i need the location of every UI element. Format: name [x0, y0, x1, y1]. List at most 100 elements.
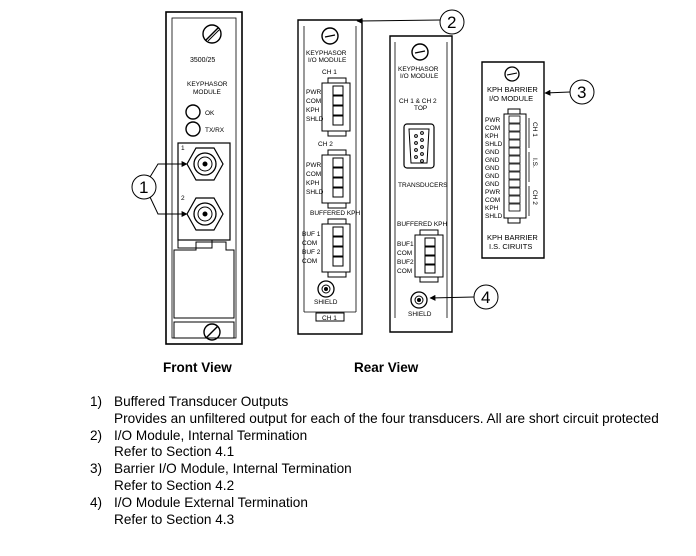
- bnc-connector-1-icon: [186, 147, 224, 181]
- barrier-pin-7: GND: [485, 165, 500, 172]
- barrier-pin-10: PWR: [485, 189, 500, 196]
- callout-2: 2: [356, 9, 465, 35]
- io-buf1: BUF 1: [302, 231, 321, 238]
- description-item-3: 3) Barrier I/O Module, Internal Terminat…: [90, 461, 680, 478]
- description-detail: Refer to Section 4.3: [114, 511, 235, 527]
- ext-transducers-label: TRANSDUCERS: [398, 182, 448, 189]
- io-ch1-pin-shld: SHLD: [306, 116, 324, 123]
- ext-buf2: BUF2: [397, 259, 414, 266]
- description-title: Barrier I/O Module, Internal Termination: [114, 461, 352, 477]
- ext-buffered-label: BUFFERED KPH: [397, 221, 448, 228]
- description-item-1: 1) Buffered Transducer Outputs: [90, 394, 680, 411]
- barrier-side-ch1: CH 1: [531, 122, 538, 137]
- ext-buf-com1: COM: [397, 250, 412, 257]
- io-title-line2: I/O MODULE: [308, 57, 347, 64]
- ok-led-icon: [185, 104, 201, 120]
- bottom-screw-icon: [203, 323, 221, 341]
- barrier-title-line1: KPH BARRIER: [487, 85, 538, 94]
- io-ch2-pin-shld: SHLD: [306, 189, 324, 196]
- description-title: Buffered Transducer Outputs: [114, 394, 289, 409]
- ext-ch-label-line2: TOP: [414, 105, 427, 112]
- barrier-pin-1: PWR: [485, 117, 500, 124]
- led-ok-label: OK: [205, 110, 215, 117]
- barrier-pin-4: SHLD: [485, 141, 503, 148]
- ext-ch-label-line1: CH 1 & CH 2: [399, 98, 437, 105]
- io-bottom-tab: CH 1: [322, 315, 337, 322]
- description-number: 2): [90, 427, 103, 443]
- io-ch2-pin-com: COM: [306, 171, 321, 178]
- description-title: I/O Module External Termination: [114, 494, 308, 510]
- io-shield-label: SHIELD: [314, 299, 338, 306]
- callout-1-label: 1: [139, 178, 148, 197]
- description-number: 1): [90, 394, 103, 409]
- db9-connector-icon: [403, 123, 435, 169]
- ext-buf1: BUF1: [397, 241, 414, 248]
- callout-3-label: 3: [577, 83, 586, 102]
- ext-title-line1: KEYPHASOR: [398, 66, 439, 73]
- barrier-footer-line2: I.S. CIRUITS: [489, 242, 532, 251]
- ext-buf-com2: COM: [397, 268, 412, 275]
- description-number: 4): [90, 494, 103, 510]
- io-buffered-label: BUFFERED KPH: [310, 210, 361, 217]
- callout-2-label: 2: [447, 13, 456, 32]
- io-shield-jack-icon: [317, 280, 335, 298]
- callout-4-label: 4: [481, 288, 490, 307]
- barrier-pin-11: COM: [485, 197, 500, 204]
- io-ch2-pin-pwr: PWR: [306, 162, 321, 169]
- description-title: I/O Module, Internal Termination: [114, 427, 308, 443]
- ext-screw-icon: [411, 43, 429, 61]
- barrier-pin-6: GND: [485, 157, 500, 164]
- top-screw-icon: [202, 24, 222, 44]
- bnc1-label: 1: [181, 145, 185, 152]
- description-detail: Refer to Section 4.1: [114, 444, 235, 460]
- barrier-title-line2: I/O MODULE: [489, 94, 533, 103]
- barrier-pin-8: GND: [485, 173, 500, 180]
- front-view-label: Front View: [163, 360, 232, 375]
- bnc-connector-2-icon: [186, 197, 224, 231]
- io-ch2-pin-kph: KPH: [306, 180, 320, 187]
- io-ch1-pin-pwr: PWR: [306, 89, 321, 96]
- callout-1: 1: [131, 161, 188, 217]
- barrier-side-ch2: CH 2: [531, 190, 538, 205]
- description-item-2: 2) I/O Module, Internal Termination: [90, 428, 680, 445]
- barrier-pin-2: COM: [485, 125, 500, 132]
- io-buf-com1: COM: [302, 240, 317, 247]
- barrier-pin-12: KPH: [485, 205, 499, 212]
- front-name-line1: KEYPHASOR: [187, 81, 228, 88]
- barrier-pin-3: KPH: [485, 133, 499, 140]
- description-detail: Refer to Section 4.2: [114, 477, 235, 493]
- front-model: 3500/25: [190, 57, 215, 64]
- txrx-led-icon: [185, 121, 201, 137]
- ext-title-line2: I/O MODULE: [400, 73, 439, 80]
- ext-shield-label: SHIELD: [408, 311, 432, 318]
- io-screw-icon: [321, 27, 339, 45]
- io-ch1-label: CH 1: [322, 69, 337, 76]
- barrier-pin-13: SHLD: [485, 213, 503, 220]
- barrier-pin-5: GND: [485, 149, 500, 156]
- barrier-pin-9: GND: [485, 181, 500, 188]
- io-module-external: KEYPHASOR I/O MODULE CH 1 & CH 2 TOP TRA…: [389, 35, 453, 333]
- io-buf2: BUF 2: [302, 249, 321, 256]
- bnc2-label: 2: [181, 195, 185, 202]
- module-diagram: 3500/25 KEYPHASOR MODULE OK TX/RX 1 2: [131, 9, 595, 375]
- io-title-line1: KEYPHASOR: [306, 50, 347, 57]
- barrier-module: KPH BARRIER I/O MODULE PWR COM KPH SHLD …: [481, 61, 545, 259]
- front-module: 3500/25 KEYPHASOR MODULE OK TX/RX 1 2: [165, 11, 243, 345]
- io-ch2-label: CH 2: [318, 141, 333, 148]
- io-buf-com2: COM: [302, 258, 317, 265]
- callout-4: 4: [429, 284, 499, 310]
- barrier-footer-line1: KPH BARRIER: [487, 233, 538, 242]
- description-item-4: 4) I/O Module External Termination: [90, 495, 680, 512]
- io-ch1-pin-kph: KPH: [306, 107, 320, 114]
- description-number: 3): [90, 461, 103, 477]
- io-ch1-pin-com: COM: [306, 98, 321, 105]
- led-txrx-label: TX/RX: [205, 127, 225, 134]
- ext-shield-jack-icon: [410, 291, 428, 309]
- io-module-internal: KEYPHASOR I/O MODULE CH 1 PWR COM KPH SH…: [297, 19, 363, 335]
- description-detail: Provides an unfiltered output for each o…: [114, 410, 659, 426]
- front-name-line2: MODULE: [193, 89, 221, 96]
- description-list: 1) Buffered Transducer Outputs Provides …: [90, 394, 680, 528]
- barrier-screw-icon: [504, 66, 520, 82]
- rear-view-label: Rear View: [354, 360, 419, 375]
- callout-3: 3: [544, 79, 595, 105]
